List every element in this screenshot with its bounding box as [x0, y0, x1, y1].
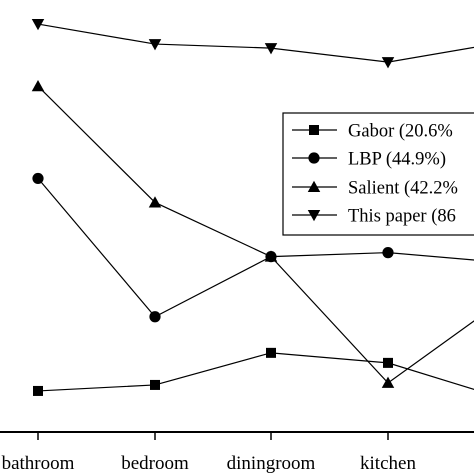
data-point-0-2	[266, 347, 276, 358]
data-point-3-2	[264, 43, 278, 55]
data-point-1-1	[149, 311, 161, 323]
data-point-0-1	[150, 379, 160, 390]
data-point-1-0	[32, 172, 44, 185]
data-point-0-3	[383, 357, 393, 368]
data-point-2-2	[264, 250, 278, 262]
data-point-2-3	[381, 376, 395, 388]
x-axis-ticks: bathroombedroomdiningroomkitchenliv	[2, 432, 416, 474]
x-tick-label-1: bedroom	[121, 453, 189, 474]
series-line-3	[37, 23, 474, 63]
x-tick-label-2: diningroom	[227, 453, 316, 474]
x-tick-label-3: kitchen	[360, 453, 416, 474]
data-point-3-1	[148, 39, 162, 51]
legend-items: Gabor (20.6% LBP (44.9%) Salient (42.2% Thi…	[292, 122, 458, 227]
data-point-0-0	[33, 385, 43, 396]
legend-label-0: Gabor (20.6%	[348, 122, 453, 142]
legend-label-1: LBP (44.9%)	[348, 150, 446, 170]
series-line-0	[37, 352, 474, 392]
data-point-3-3	[381, 57, 395, 69]
legend-marker-1	[308, 152, 320, 164]
legend-label-2: Salient (42.2%	[348, 179, 458, 199]
legend-marker-0	[309, 125, 319, 135]
legend-label-3: This paper (86	[348, 207, 456, 227]
x-tick-label-0: bathroom	[2, 453, 75, 474]
data-point-2-1	[148, 196, 162, 208]
data-point-1-3	[382, 247, 394, 259]
legend-marker-2	[307, 180, 321, 192]
data-point-2-0	[31, 79, 45, 92]
legend-marker-3	[307, 210, 321, 222]
series-layer	[31, 19, 474, 396]
data-point-3-0	[31, 19, 45, 31]
legend: Gabor (20.6% LBP (44.9%) Salient (42.2% Thi…	[282, 112, 474, 236]
